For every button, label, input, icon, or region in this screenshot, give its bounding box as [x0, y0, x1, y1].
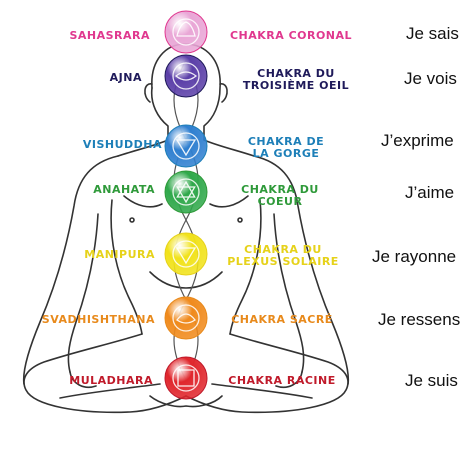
affirmation-je-vois: Je vois	[404, 69, 457, 88]
sanskrit-label-vishuddha: Vishuddha	[82, 138, 162, 151]
affirmation-je-ressens: Je ressens	[378, 310, 461, 329]
heart-star-symbol	[176, 180, 196, 204]
french-label-coronal: Chakra Coronal	[226, 30, 356, 42]
affirmation-j-exprime: J’exprime	[381, 131, 454, 150]
sanskrit-label-sahasrara: Sahasrara	[69, 29, 150, 42]
affirmation-je-sais: Je sais	[406, 24, 459, 43]
french-label-line: la Gorge	[252, 147, 320, 160]
french-label-line: Chakra Coronal	[229, 29, 353, 42]
chakra-orb-manipura	[164, 232, 208, 276]
french-label-sacre: Chakra Sacré	[228, 314, 336, 326]
lotus-crown-symbol	[176, 21, 196, 37]
affirmation-j-aime: J’aime	[405, 183, 455, 202]
french-label-line: Chakra de	[247, 135, 325, 148]
french-label-racine: Chakra Racine	[222, 375, 342, 387]
chakra-orb-muladhara	[164, 356, 208, 400]
throat-symbol	[175, 139, 197, 157]
sanskrit-label-anahata: Anahata	[93, 183, 155, 196]
third-eye-symbol	[174, 71, 198, 81]
chakra-orb-svadhishthana	[164, 296, 208, 340]
sanskrit-label-ajna: Ajna	[109, 71, 142, 84]
chakra-orb-ajna	[164, 54, 208, 98]
sanskrit-label-muladhara: Muladhara	[69, 374, 153, 387]
french-label-line: Plexus Solaire	[227, 255, 339, 268]
affirmation-je-rayonne: Je rayonne	[372, 247, 457, 266]
french-label-line: Chakra du	[241, 183, 319, 196]
sanskrit-label-manipura: Manipura	[84, 248, 155, 261]
french-label-line: Chakra Sacré	[231, 313, 333, 326]
chakra-orb-vishuddha	[164, 124, 208, 168]
sacral-symbol	[176, 313, 196, 324]
french-label-coeur: Chakra du Coeur	[230, 184, 330, 208]
french-label-line: Chakra du	[257, 67, 335, 80]
french-label-line: Chakra Racine	[228, 374, 336, 387]
french-label-troisieme-oeil: Chakra du Troisième Oeil	[236, 68, 356, 92]
sanskrit-label-svadhishthana: Svadhishthana	[41, 313, 155, 326]
french-label-line: Chakra du	[244, 243, 322, 256]
french-label-line: Troisième Oeil	[242, 79, 350, 92]
affirmation-je-suis: Je suis	[405, 371, 458, 390]
root-square-symbol	[177, 369, 195, 387]
french-label-line: Coeur	[257, 195, 303, 208]
chakra-orb-anahata	[164, 170, 208, 214]
french-label-gorge: Chakra de la Gorge	[236, 136, 336, 160]
chakra-orb-sahasrara	[164, 10, 208, 54]
french-label-plexus-solaire: Chakra du Plexus Solaire	[224, 244, 342, 268]
solar-plexus-symbol	[175, 247, 197, 265]
